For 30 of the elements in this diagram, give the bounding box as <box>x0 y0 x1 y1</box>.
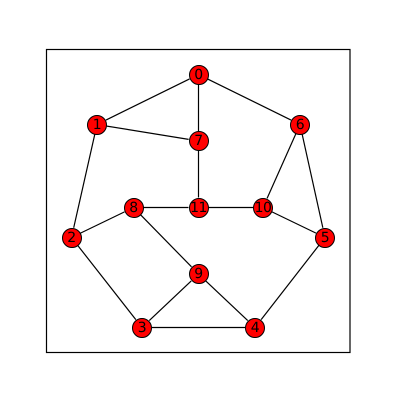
graph-edge <box>106 78 190 121</box>
graph-edge <box>198 151 200 198</box>
graph-node: 0 <box>188 64 208 84</box>
graph-node: 11 <box>188 198 208 218</box>
graph-node: 2 <box>62 228 82 248</box>
graph-edge <box>302 134 324 228</box>
graph-edge <box>80 211 125 234</box>
graph-edge <box>73 134 96 228</box>
graph-edge <box>207 78 292 121</box>
graph-node: 9 <box>188 264 208 284</box>
graph-edge <box>272 211 316 234</box>
graph-edge <box>198 84 200 131</box>
graph-node: 1 <box>87 114 107 134</box>
graph-edge <box>208 206 253 208</box>
graph-node: 10 <box>253 198 273 218</box>
graph-edge <box>77 245 136 320</box>
graph-node: 5 <box>315 228 335 248</box>
graph-node: 6 <box>290 114 310 134</box>
graph-edge <box>260 245 320 320</box>
graph-edge <box>152 326 245 328</box>
graph-edge <box>140 214 192 268</box>
graph-node: 8 <box>124 198 144 218</box>
graph-edge <box>106 126 189 140</box>
graph-edge <box>205 280 248 322</box>
graph-edge <box>144 206 188 208</box>
graph-node: 4 <box>245 318 265 338</box>
graph-node: 7 <box>188 131 208 151</box>
graph-node: 3 <box>132 318 152 338</box>
graph-edge <box>148 280 192 322</box>
graph-edge <box>266 133 296 199</box>
